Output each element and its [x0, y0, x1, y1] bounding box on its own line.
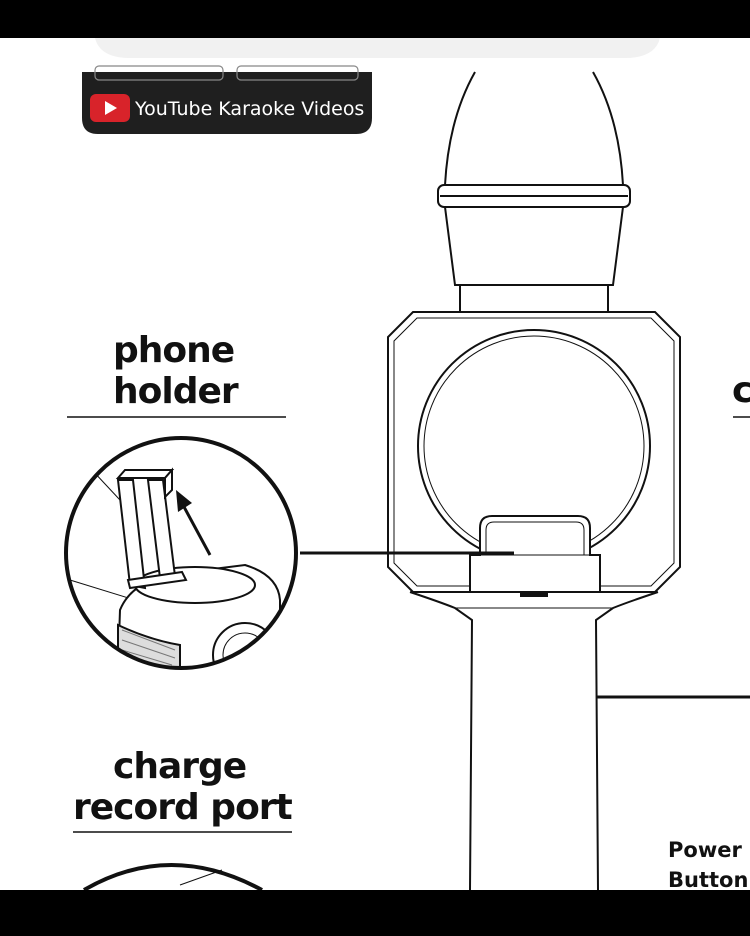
charge-port-label-line2: record port: [73, 787, 293, 828]
right-callout-partial: c: [596, 370, 750, 699]
youtube-badge-label: YouTube Karaoke Videos: [134, 98, 364, 120]
power-button-label-line2: Button: [668, 868, 748, 890]
microphone-handle: [409, 591, 659, 890]
youtube-play-icon: [90, 94, 130, 122]
diagram-canvas: YouTube Karaoke Videos: [0, 38, 750, 890]
bottom-black-bar: [0, 890, 750, 936]
charge-record-port-callout: charge record port: [73, 746, 294, 890]
charge-port-label-line1: charge: [113, 746, 246, 787]
phone-holder-clip: [469, 515, 601, 593]
power-button-label-line1: Power: [668, 838, 742, 862]
phone-holder-callout: phone holder: [64, 330, 514, 670]
youtube-badge: YouTube Karaoke Videos: [82, 65, 372, 134]
power-button-callout: Power Button: [668, 838, 748, 890]
microphone-diagram: YouTube Karaoke Videos: [64, 38, 750, 890]
top-black-bar: [0, 0, 750, 38]
phone-holder-label-line1: phone: [113, 330, 234, 371]
header-strip: [95, 38, 660, 58]
phone-holder-label-line2: holder: [113, 371, 239, 412]
phone-holder-detail-circle: [64, 436, 298, 670]
microphone-head: [437, 71, 631, 312]
cut-off-label: c: [732, 370, 750, 411]
